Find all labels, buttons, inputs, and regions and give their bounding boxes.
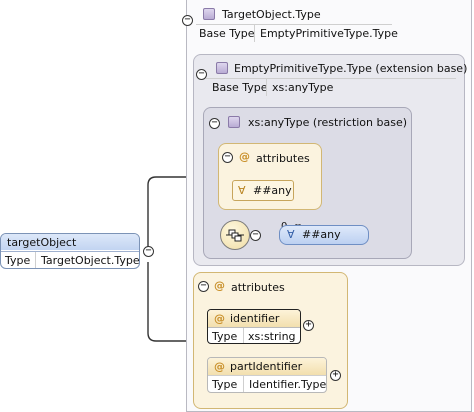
complex-type-title: TargetObject.Type <box>222 8 321 21</box>
attributes-group-label: attributes <box>231 281 285 294</box>
restriction-attributes-label: attributes <box>256 152 310 165</box>
identifier-expand-toggle[interactable]: + <box>303 320 314 331</box>
partidentifier-expand-toggle[interactable]: + <box>330 370 341 381</box>
extension-title: EmptyPrimitiveType.Type (extension base) <box>234 62 468 75</box>
restriction-attributes-collapse-toggle[interactable]: − <box>222 152 233 163</box>
restriction-icon <box>228 116 240 128</box>
root-type-label: Type <box>5 254 31 267</box>
any-element-icon: ∀ <box>287 228 295 241</box>
identifier-type-label: Type <box>212 330 238 343</box>
extension-collapse-toggle[interactable]: − <box>196 69 207 80</box>
complex-type-icon <box>203 8 215 20</box>
extension-base-value: xs:anyType <box>272 81 334 94</box>
root-type-value: TargetObject.Type <box>41 254 140 267</box>
attributes-group-at-icon: @ <box>214 279 225 292</box>
sequence-collapse-toggle[interactable]: − <box>250 230 261 241</box>
root-element-name: targetObject <box>7 236 77 249</box>
restriction-collapse-toggle[interactable]: − <box>209 118 220 129</box>
partidentifier-at-icon: @ <box>214 360 225 373</box>
partidentifier-type-label: Type <box>212 378 238 391</box>
restriction-title: xs:anyType (restriction base) <box>248 116 408 129</box>
any-attribute-box[interactable]: ∀ ##any <box>232 180 294 201</box>
identifier-at-icon: @ <box>214 312 225 325</box>
any-element-box[interactable]: ∀ ##any <box>279 225 369 245</box>
attributes-group-collapse-toggle[interactable]: − <box>198 281 209 292</box>
identifier-type-value: xs:string <box>248 330 296 343</box>
sequence-compositor-icon[interactable] <box>220 220 250 250</box>
partidentifier-name: partIdentifier <box>230 360 303 373</box>
attributes-at-icon: @ <box>239 150 250 163</box>
partidentifier-type-value: Identifier.Type <box>249 378 327 391</box>
any-attribute-icon: ∀ <box>238 184 246 197</box>
extension-icon <box>216 62 228 74</box>
complex-type-base-label: Base Type <box>199 27 255 40</box>
any-element-value: ##any <box>302 228 341 241</box>
any-attribute-value: ##any <box>253 184 292 197</box>
complex-type-collapse-toggle[interactable]: − <box>182 15 193 26</box>
extension-base-label: Base Type <box>212 81 268 94</box>
complex-type-base-value: EmptyPrimitiveType.Type <box>260 27 398 40</box>
identifier-name: identifier <box>230 312 280 325</box>
attribute-identifier-box[interactable]: @ identifier Type xs:string <box>207 309 301 344</box>
root-collapse-toggle[interactable]: − <box>143 246 154 257</box>
root-element-box[interactable]: targetObject Type TargetObject.Type <box>0 233 140 269</box>
attribute-partidentifier-box[interactable]: @ partIdentifier Type Identifier.Type <box>207 357 327 393</box>
